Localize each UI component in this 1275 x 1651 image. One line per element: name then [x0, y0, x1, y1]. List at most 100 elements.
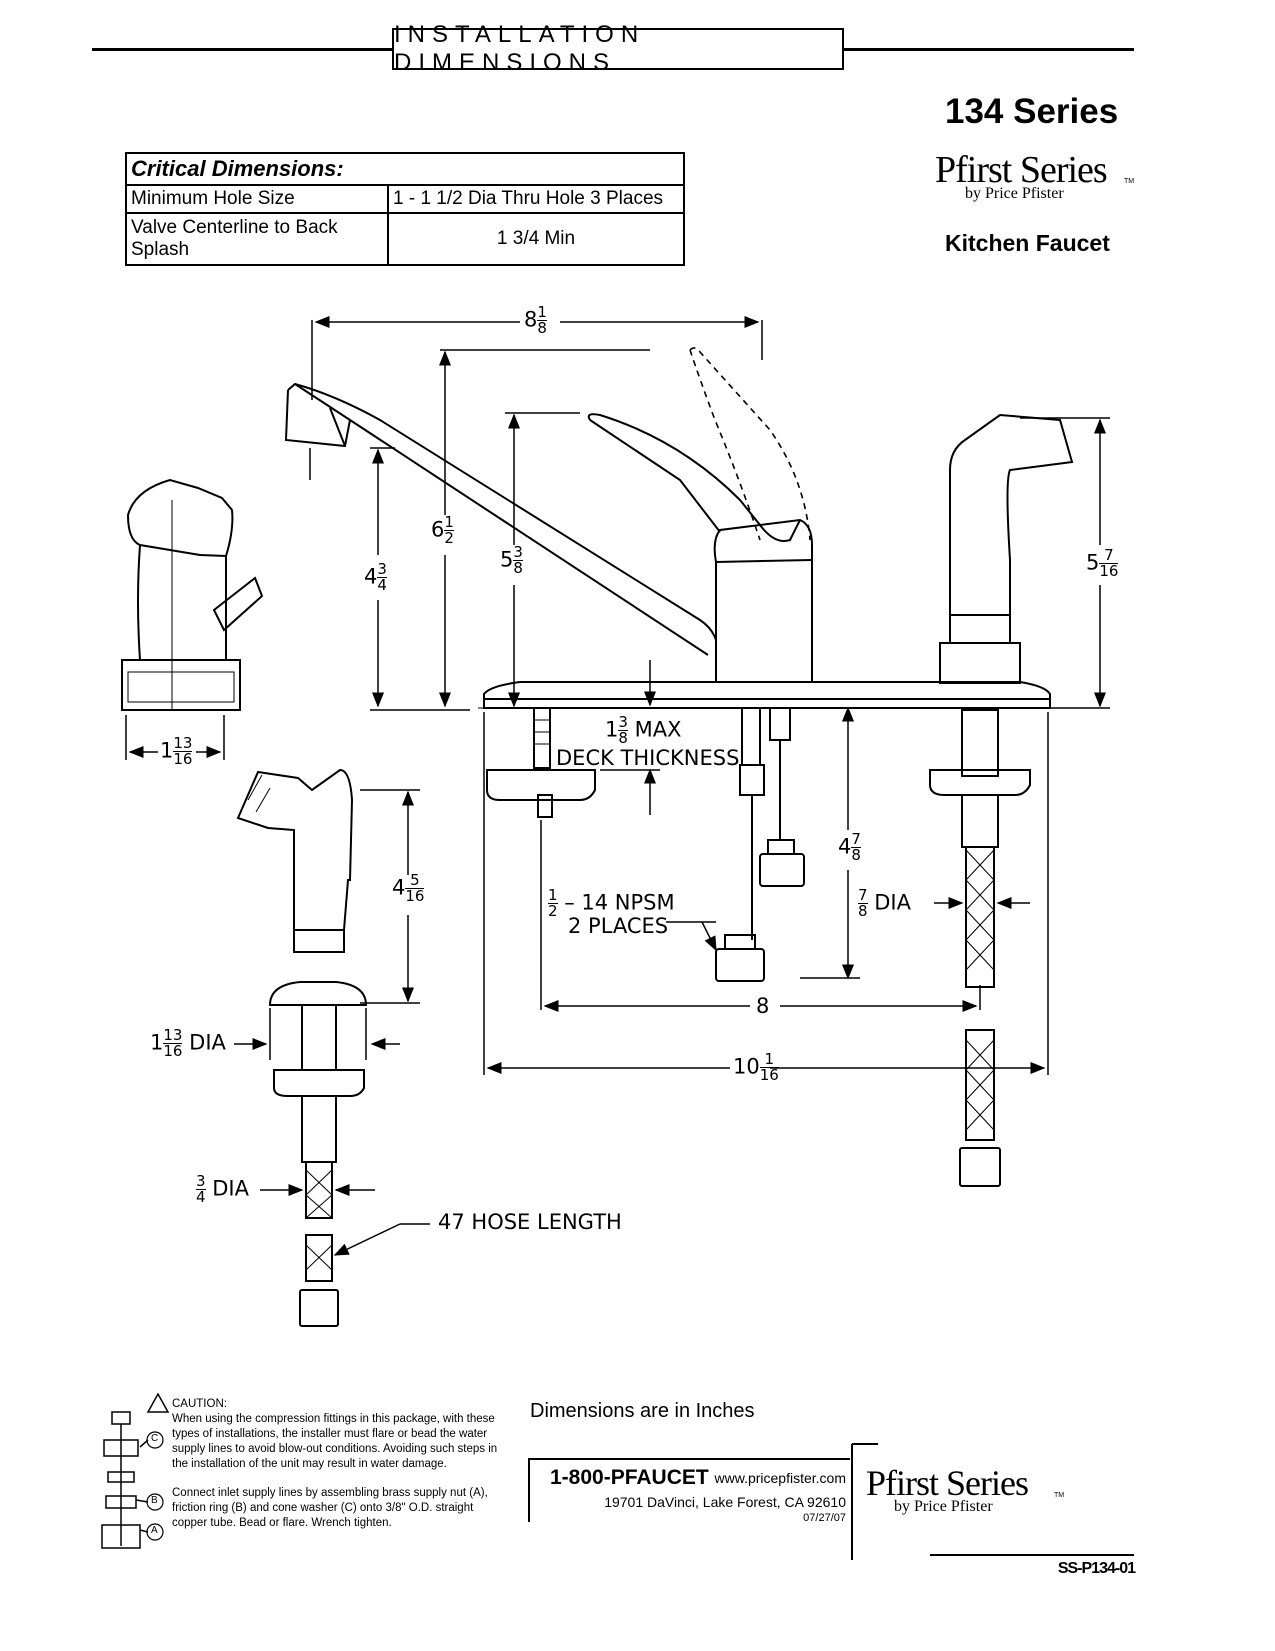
dimension-bottom-widths	[483, 712, 1049, 1075]
critical-dimensions-heading: Critical Dimensions:	[125, 152, 685, 186]
table-row: Minimum Hole Size 1 - 1 1/2 Dia Thru Hol…	[125, 184, 685, 214]
fitting-label-c: C	[151, 1433, 159, 1444]
table-row: Valve Centerline to Back Splash 1 3/4 Mi…	[125, 212, 685, 266]
document-number: SS-P134-01	[1057, 1560, 1136, 1577]
faucet-spout	[284, 382, 717, 656]
footer-lines	[851, 1443, 1134, 1560]
contact-box: 1-800-PFAUCET www.pricepfister.com 19701…	[528, 1458, 850, 1524]
brand-logo-tm: TM	[1054, 1492, 1065, 1499]
dim-whole: 5	[1086, 550, 1100, 575]
brand-logo-main: Pfirst Series	[935, 149, 1108, 191]
product-name: Kitchen Faucet	[945, 230, 1110, 256]
caution-body: When using the compression fittings in t…	[172, 1413, 498, 1470]
mounting-nut-left	[486, 707, 596, 818]
dim-suffix: DIA	[189, 1030, 226, 1055]
brand-logo-sub: by Price Pfister	[894, 1498, 993, 1515]
series-title: 134 Series	[945, 92, 1119, 131]
dimension-side-depth	[125, 715, 225, 760]
deck-plate	[478, 681, 1058, 709]
address: 19701 DaVinci, Lake Forest, CA 92610	[604, 1494, 846, 1510]
brand-logo-tm: TM	[1124, 178, 1135, 185]
dim-whole: 6	[431, 517, 445, 542]
faucet-handle-raised	[689, 347, 811, 541]
dim-hose-length: 47 HOSE LENGTH	[438, 1210, 622, 1234]
critical-dimensions-table: Critical Dimensions: Minimum Hole Size 1…	[125, 152, 685, 266]
dimension-top-width-lines	[311, 316, 763, 400]
dim-npsm-text: – 14 NPSM	[564, 890, 675, 915]
faucet-body	[713, 518, 813, 682]
dim-whole: 5	[500, 547, 514, 572]
spray-left	[236, 768, 368, 1327]
dim-suffix: DIA	[212, 1176, 249, 1201]
brand-logo-top: Pfirst Series TM by Price Pfister	[935, 148, 1135, 208]
dimension-spray-right	[934, 417, 1110, 909]
dim-whole: 1	[150, 1030, 164, 1055]
table-cell-value: 1 3/4 Min	[387, 212, 685, 266]
fitting-illustration	[101, 1392, 170, 1549]
dimension-shank	[666, 706, 860, 980]
table-row: Critical Dimensions:	[125, 152, 685, 186]
caution-instructions: Connect inlet supply lines by assembling…	[172, 1487, 488, 1529]
table-cell-value: 1 - 1 1/2 Dia Thru Hole 3 Places	[387, 184, 685, 214]
dim-npsm-places: 2 PLACES	[568, 914, 669, 938]
dim-deck-thickness: DECK THICKNESS	[556, 746, 740, 770]
dim-whole: 4	[392, 875, 406, 900]
header-rule-right	[844, 48, 1134, 51]
revision-date: 07/27/07	[803, 1512, 846, 1524]
dim-whole: 1	[605, 717, 619, 742]
dimension-spray-left	[234, 789, 430, 1256]
fitting-callouts	[146, 1431, 164, 1541]
dim-center-to-center: 8	[756, 994, 770, 1018]
website: www.pricepfister.com	[714, 1470, 846, 1486]
supply-shanks	[715, 708, 805, 982]
phone-number: 1-800-PFAUCET	[550, 1466, 709, 1489]
header-rule-left	[92, 48, 392, 51]
fitting-label-b: B	[151, 1495, 158, 1506]
faucet-handle	[587, 413, 801, 542]
table-cell-label: Valve Centerline to Back Splash	[125, 212, 389, 266]
dim-suffix: MAX	[634, 717, 682, 742]
spray-right	[929, 413, 1074, 1187]
units-note: Dimensions are in Inches	[530, 1400, 755, 1422]
dimension-deck	[600, 660, 660, 815]
brand-logo-main: Pfirst Series	[866, 1463, 1029, 1503]
dim-whole: 8	[524, 307, 538, 332]
brand-logo-bottom: Pfirst Series TM by Price Pfister	[866, 1462, 1066, 1522]
dim-whole: 4	[364, 564, 378, 589]
dim-whole: 4	[838, 834, 852, 859]
table-cell-label: Minimum Hole Size	[125, 184, 389, 214]
dim-whole: 1	[160, 738, 174, 763]
caution-title: CAUTION:	[172, 1398, 227, 1410]
dimension-main-verticals	[309, 349, 650, 711]
brand-logo-sub: by Price Pfister	[965, 185, 1064, 202]
dim-suffix: DIA	[874, 890, 911, 915]
fitting-label-a: A	[151, 1525, 158, 1536]
caution-block: CAUTION: When using the compression fitt…	[172, 1397, 502, 1531]
